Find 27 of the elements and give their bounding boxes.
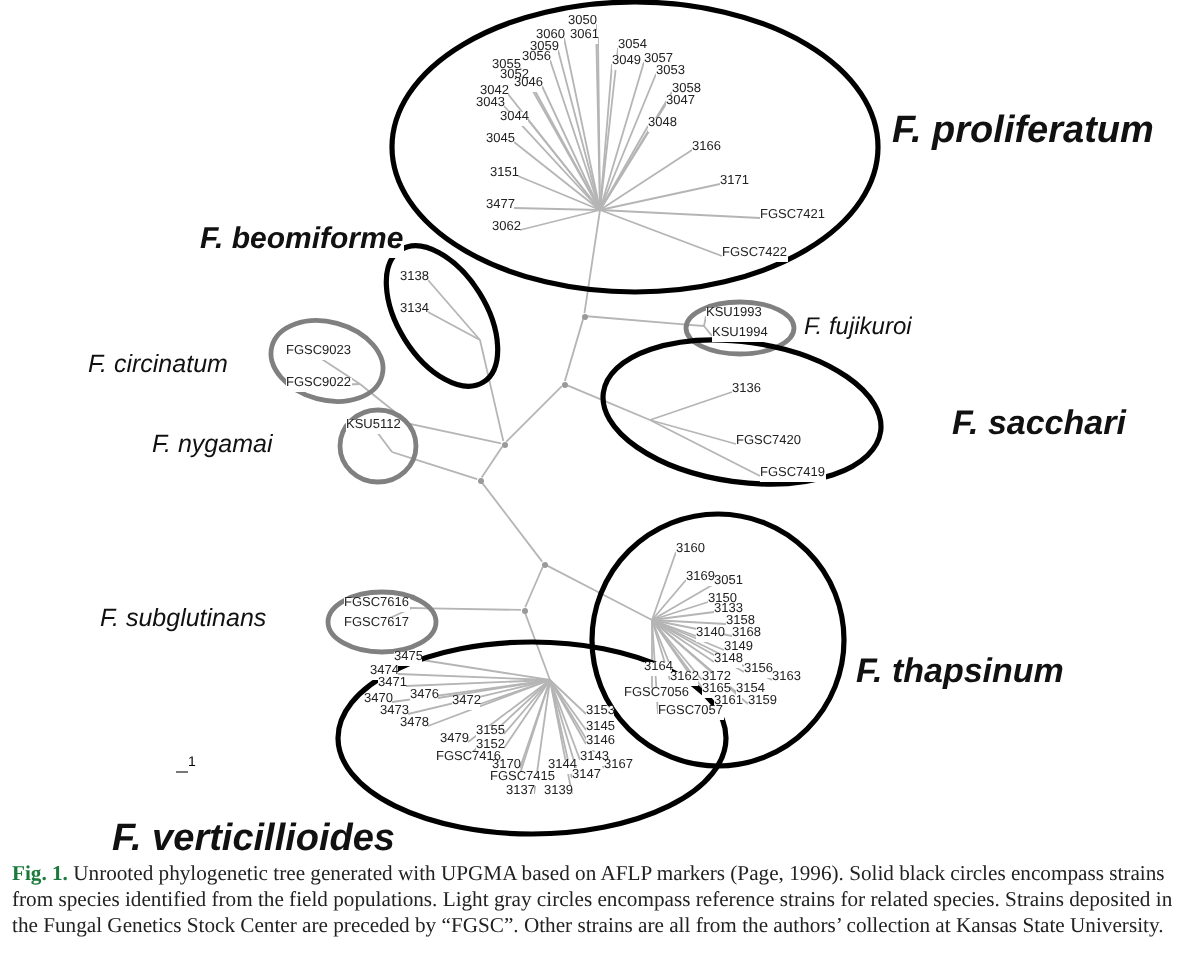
- branch-line: [480, 445, 504, 479]
- branch-point: [581, 313, 587, 319]
- species-name: F. fujikuroi: [804, 314, 912, 341]
- branch-point: [477, 477, 483, 483]
- species-name: F. proliferatum: [892, 112, 1154, 154]
- branch-line: [524, 611, 537, 643]
- branch-line: [545, 564, 602, 595]
- species-name: F. nygamai: [152, 432, 273, 460]
- branch-line: [524, 565, 544, 609]
- branch-line: [480, 481, 544, 563]
- branch-point: [501, 441, 507, 447]
- branch-line: [369, 391, 502, 445]
- branch-point: [561, 381, 567, 387]
- branch-line: [412, 457, 479, 480]
- branch-line: [429, 607, 522, 611]
- branch-line: [487, 376, 505, 442]
- branch-line: [505, 385, 563, 443]
- species-name: F. beomiforme: [200, 224, 404, 257]
- branch-point: [521, 607, 527, 613]
- figure-caption: Fig. 1. Unrooted phylogenetic tree generated with UPGMA based on AFLP markers (Page, 1996). Solid black circles encompass strains from species identified from the field populations. Light gray circles encompass reference strains for related species. Strains deposited in the Fungal Genetics Stock Center are preceded by “FGSC”. Other strains are all from the authors’ collection at Kansas State University.: [12, 862, 1175, 942]
- branch-line: [586, 315, 688, 326]
- branch-point: [541, 561, 547, 567]
- branch-line: [563, 318, 585, 382]
- species-name: F. thapsinum: [856, 654, 1064, 692]
- branch-line: [565, 384, 605, 402]
- branch-line: [583, 288, 589, 314]
- species-name: F. subglutinans: [100, 606, 267, 634]
